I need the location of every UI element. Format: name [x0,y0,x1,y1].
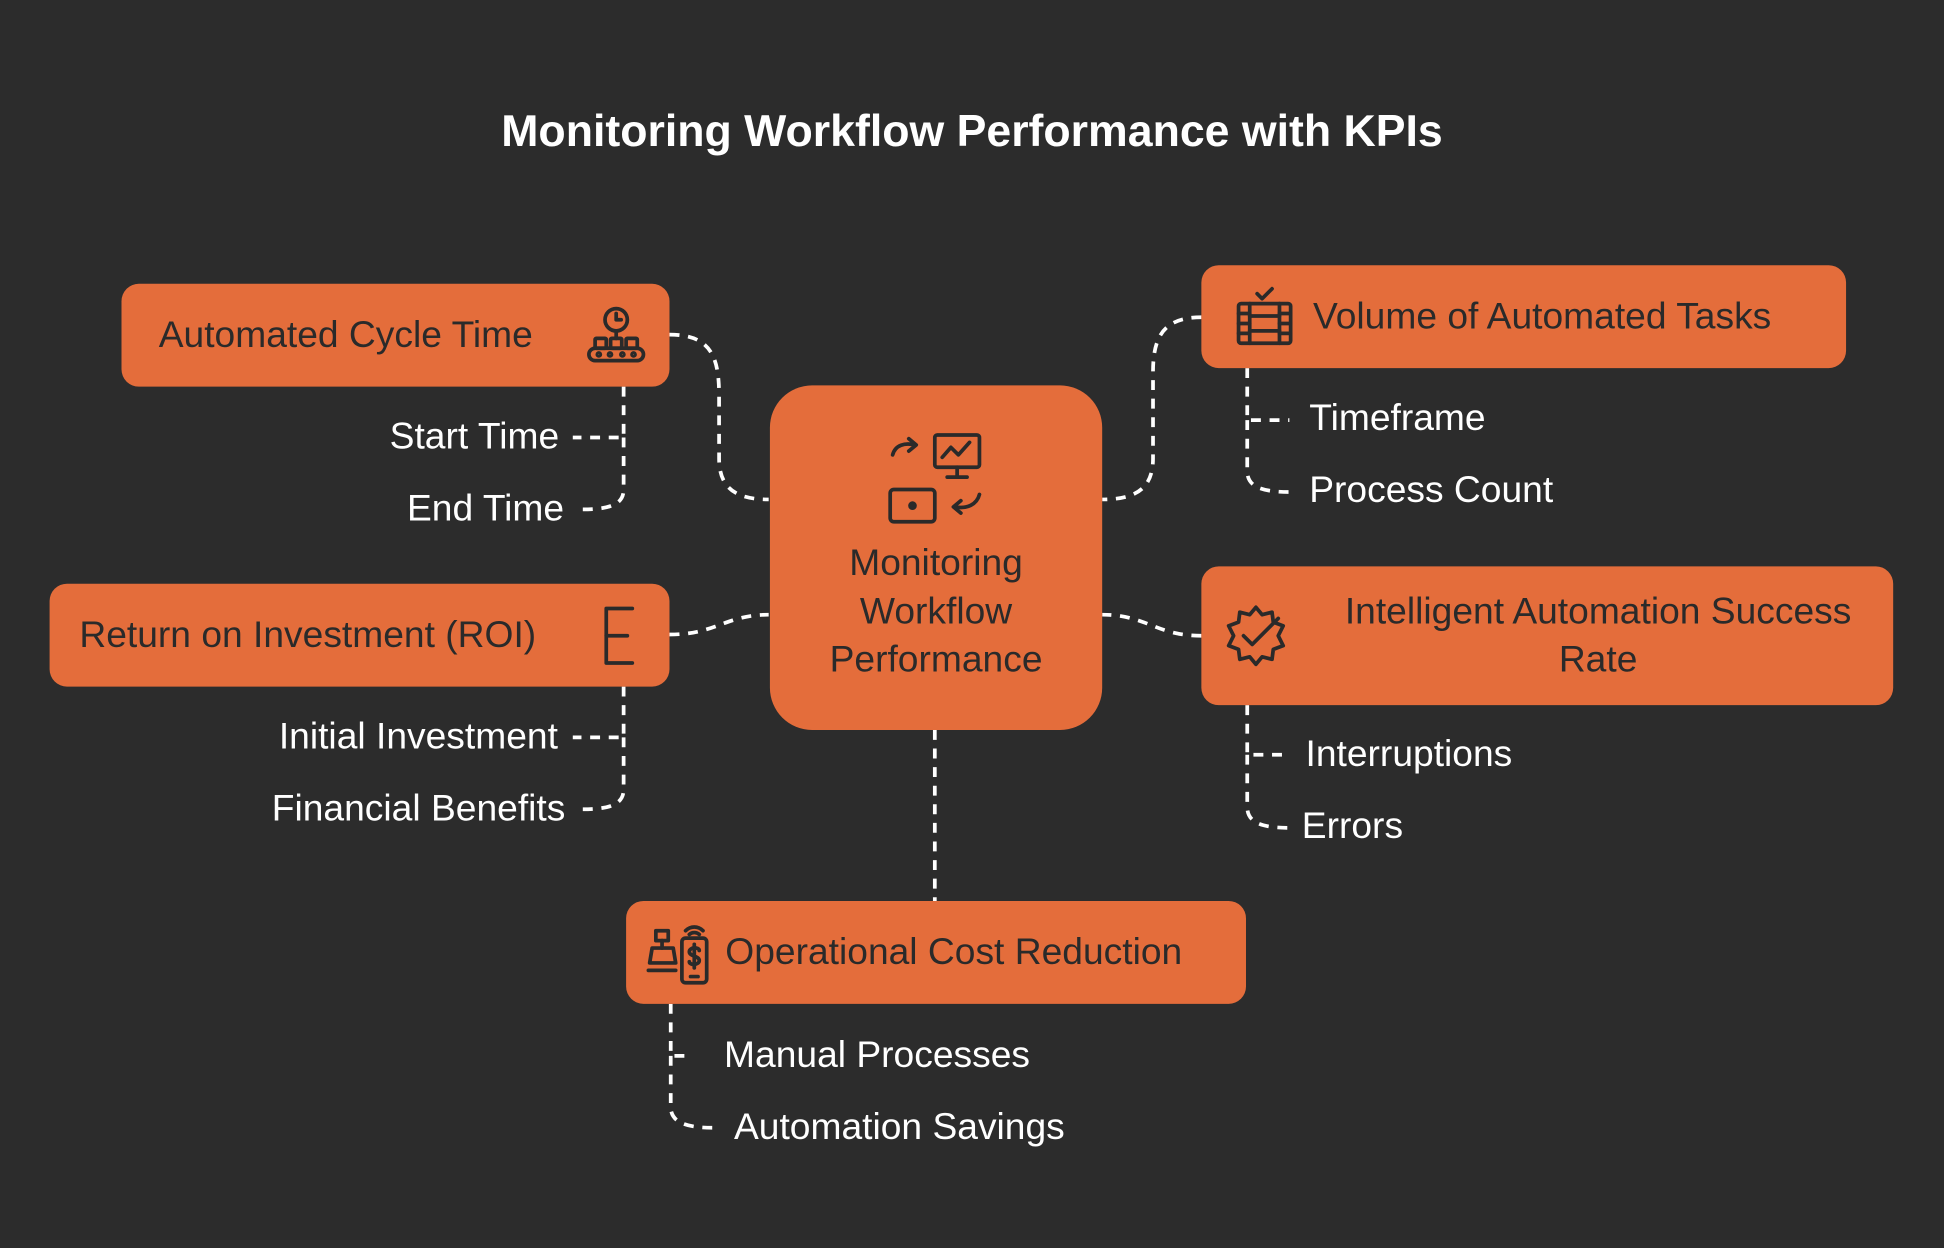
node-label: Volume of Automated Tasks [1312,295,1772,337]
connector-success [1102,612,1202,638]
clock-conveyor-icon [587,306,646,362]
node-intelligent-automation-success-rate[interactable]: Intelligent Automation Success Rate [1201,566,1894,706]
sub-item-errors: Errors [1301,805,1404,847]
sub-item-manual-processes: Manual Processes [724,1034,1031,1076]
connector-cycle-time [669,332,769,502]
monitoring-cycle-icon [888,433,982,524]
node-label-line-2: Rate [1558,639,1638,681]
diagram-title: Monitoring Workflow Performance with KPI… [501,105,1443,157]
connector-timeframe [1245,368,1290,422]
sub-item-financial-benefits: Financial Benefits [271,788,566,830]
register-phone-dollar-icon [646,924,709,985]
film-checklist-icon [1236,286,1293,345]
node-operational-cost-reduction[interactable]: Operational Cost Reduction [626,900,1246,1004]
center-label-line-3: Performance [829,639,1043,681]
connector-financial-benefits [582,737,626,812]
node-center-monitoring-workflow-performance[interactable]: Monitoring Workflow Performance [769,385,1103,730]
connector-volume [1102,315,1202,502]
node-automated-cycle-time[interactable]: Automated Cycle Time [121,283,670,387]
sub-item-process-count: Process Count [1309,469,1554,511]
connector-start-time [572,386,626,440]
node-label-line-1: Intelligent Automation Success [1344,591,1852,633]
connector-roi [669,612,769,637]
connector-initial-investment [572,686,626,740]
sub-item-end-time: End Time [406,488,565,530]
connector-interruptions [1245,705,1290,757]
center-label-line-2: Workflow [859,591,1013,633]
node-label: Return on Investment (ROI) [79,614,537,655]
sub-item-initial-investment: Initial Investment [278,716,558,758]
connector-errors [1245,754,1290,830]
sub-item-interruptions: Interruptions [1305,733,1513,775]
sub-item-start-time: Start Time [389,416,560,458]
sub-item-automation-savings: Automation Savings [733,1106,1065,1148]
bracket-chart-icon [604,606,635,665]
node-label: Automated Cycle Time [158,314,533,356]
center-label-line-1: Monitoring [849,542,1023,584]
connector-automation-savings [668,1055,713,1130]
badge-check-icon [1226,605,1286,667]
node-return-on-investment[interactable]: Return on Investment (ROI) [49,583,670,687]
connector-manual-processes [668,1003,685,1058]
sub-item-timeframe: Timeframe [1309,397,1486,439]
connector-process-count [1245,420,1290,494]
node-label: Operational Cost Reduction [725,931,1183,973]
connector-end-time [582,437,626,512]
node-volume-of-automated-tasks[interactable]: Volume of Automated Tasks [1201,265,1847,369]
